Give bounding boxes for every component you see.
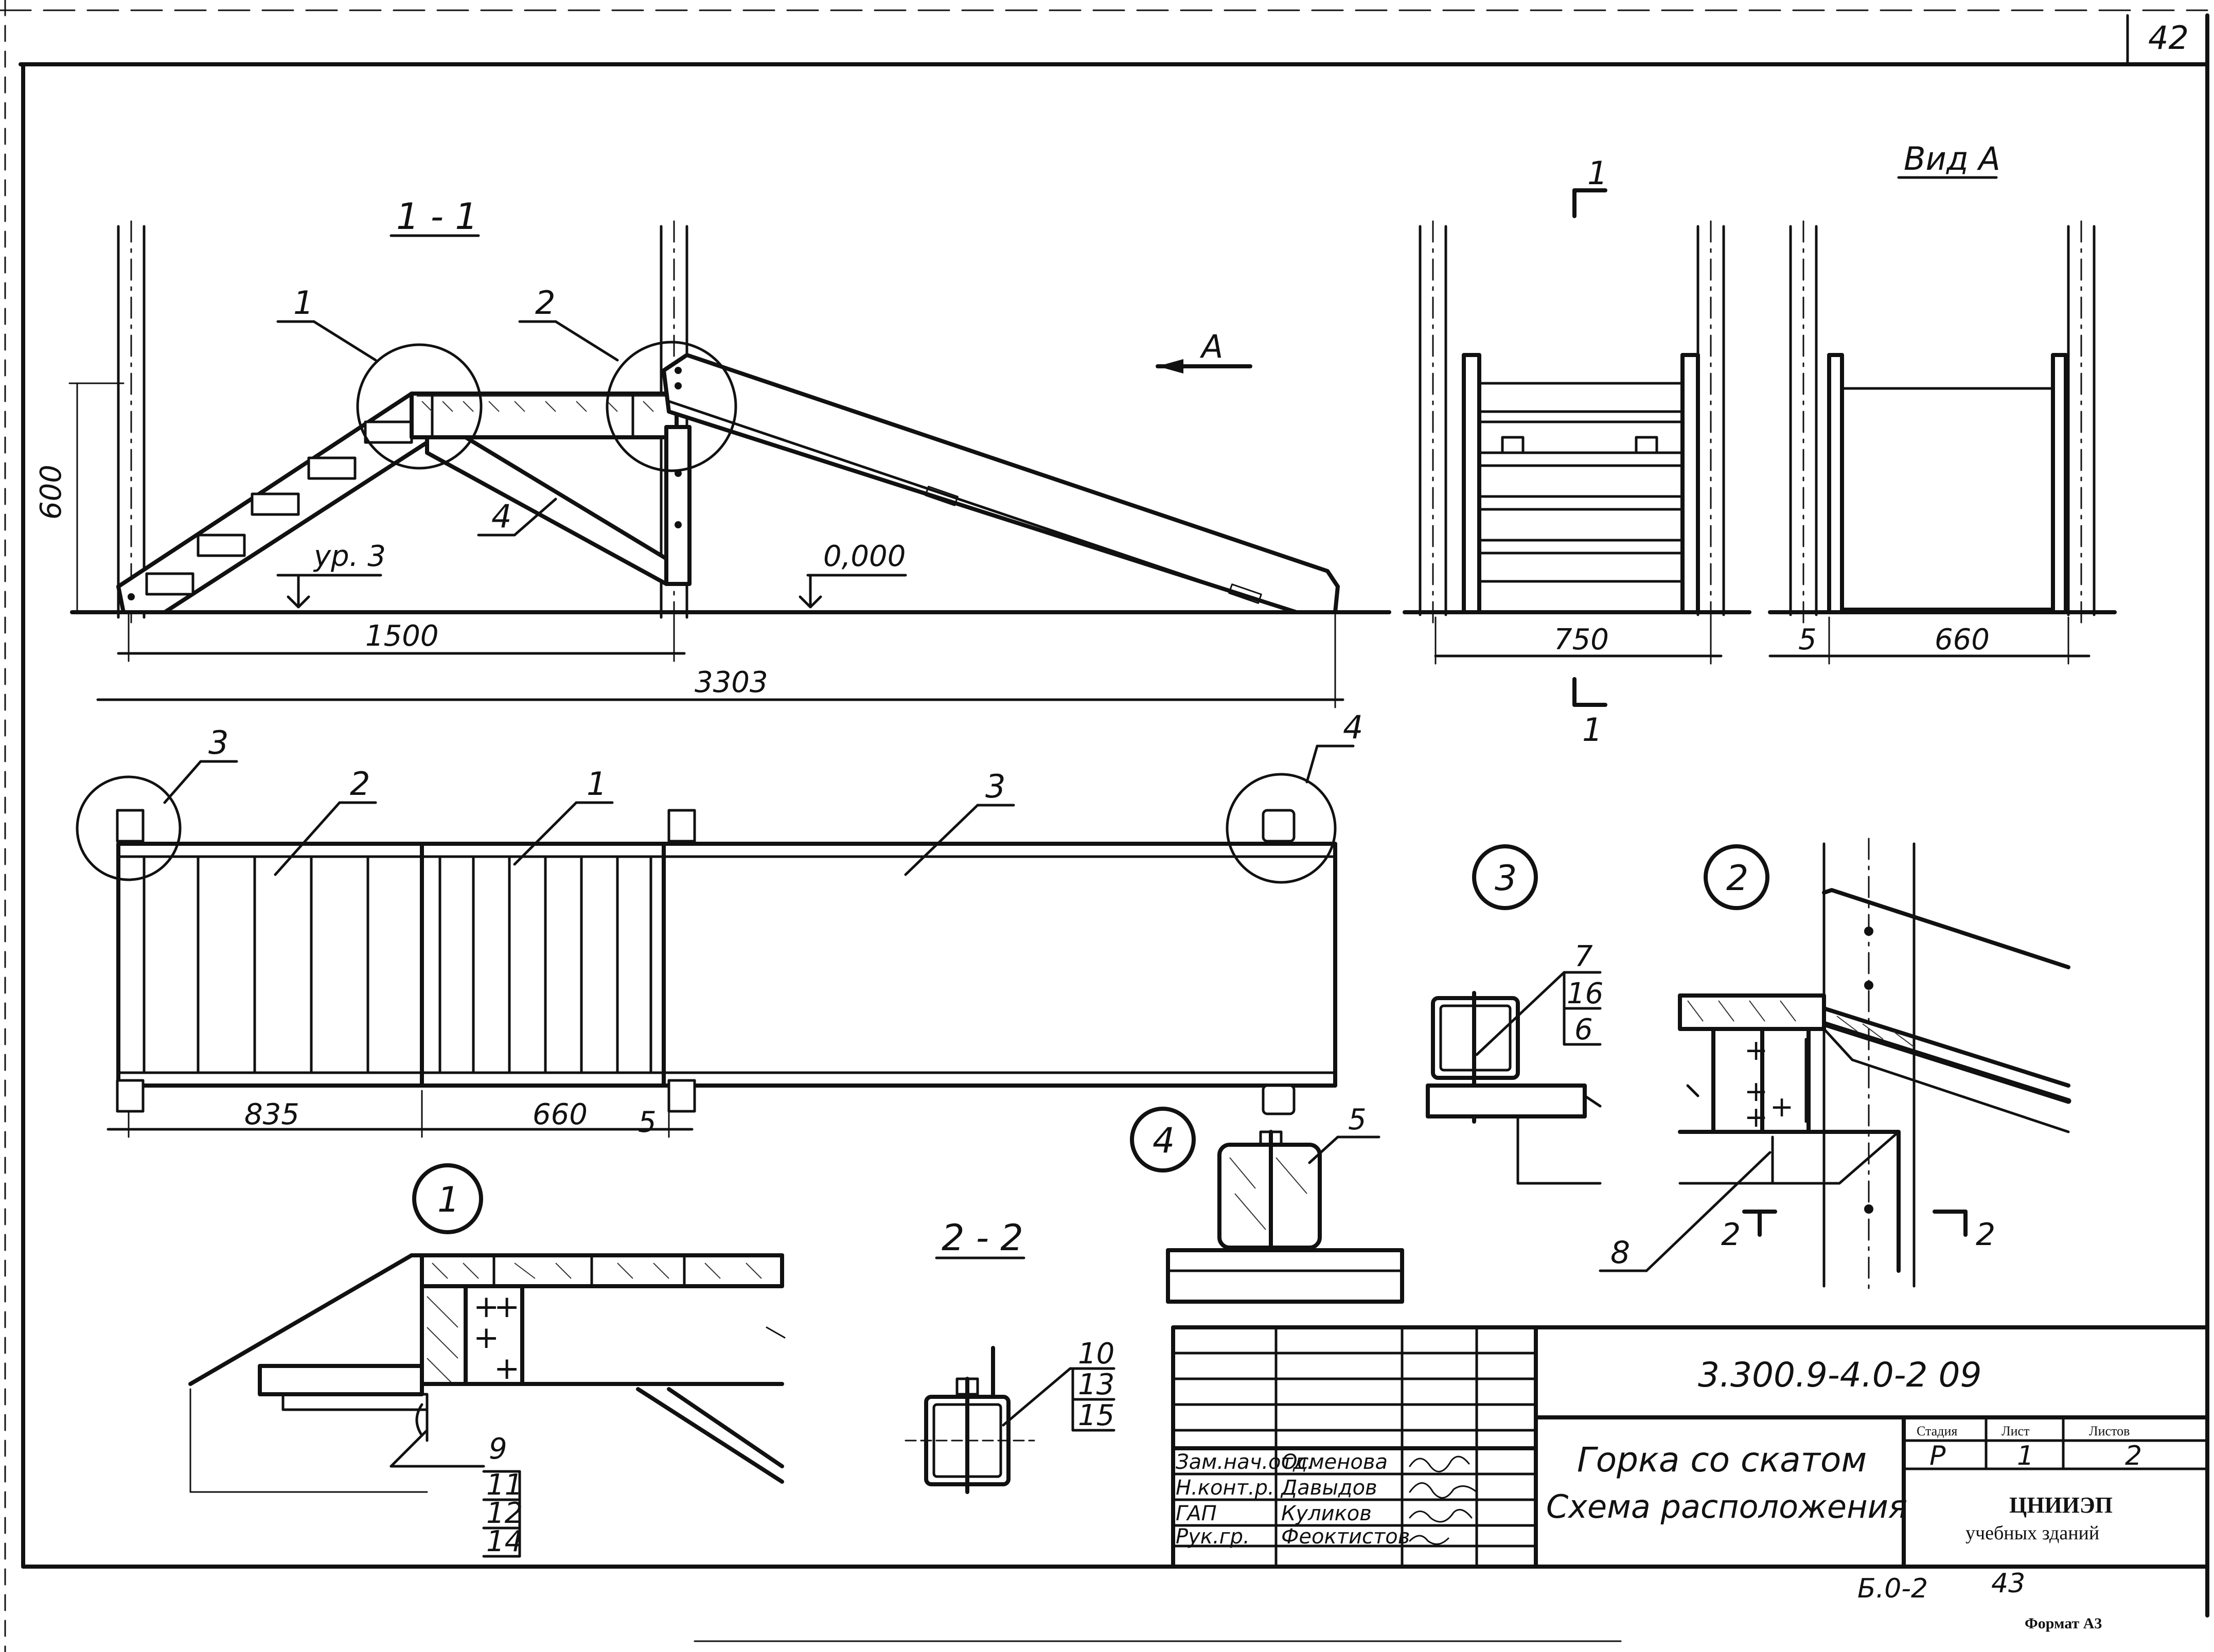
detail-2: 2 + + + + 8 2 2: [1599, 838, 2071, 1292]
view-arrow-a: А: [1199, 328, 1223, 365]
stage-header: Стадия: [1917, 1424, 1957, 1438]
detail-1-ref-14: 14: [486, 1525, 523, 1558]
detail-1: 1 + + + + 9 11 12 14: [188, 1163, 786, 1558]
title-name-line2: Схема расположения: [1546, 1488, 1907, 1525]
detail-4-ref-5: 5: [1348, 1103, 1367, 1136]
sig-role-4: Рук.гр.: [1176, 1525, 1250, 1549]
sig-name-4: Феоктистов: [1281, 1525, 1410, 1549]
sig-role-2: Н.конт.р.: [1176, 1476, 1274, 1500]
detail-3-ref-6: 6: [1574, 1013, 1593, 1046]
section-2-2-title: 2 - 2: [942, 1217, 1023, 1259]
view-a-title: Вид А: [1904, 140, 2000, 177]
dim-750: 750: [1554, 623, 1609, 656]
svg-text:+: +: [494, 1351, 520, 1387]
handwritten-signatures: [1409, 1455, 1478, 1545]
detail-3-label: 3: [1495, 858, 1517, 899]
section-2-2-ref-15: 15: [1078, 1399, 1114, 1432]
dim-3303: 3303: [695, 666, 768, 699]
detail-3-ref-16: 16: [1567, 977, 1603, 1010]
svg-text:+: +: [1744, 1075, 1768, 1108]
detail-3: 3 7 16 6: [1426, 844, 1603, 1185]
level-right: 0,000: [823, 540, 906, 573]
detail-1-ref-11: 11: [486, 1468, 523, 1502]
detail-1-ref-9: 9: [489, 1432, 507, 1466]
cut-mark-bottom: 1: [1582, 711, 1602, 749]
org-line1: ЦНИИЭП: [2009, 1493, 2113, 1518]
svg-text:+: +: [1770, 1090, 1794, 1123]
section-2-2-ref-10: 10: [1078, 1337, 1114, 1371]
detail-2-ref-8: 8: [1610, 1235, 1630, 1271]
designation: 3.300.9-4.0-2 09: [1698, 1355, 1981, 1395]
section-2-2-ref-13: 13: [1078, 1368, 1114, 1401]
footer-code: Б.0-2: [1857, 1573, 1928, 1604]
svg-text:+: +: [1744, 1034, 1768, 1067]
detail-2-label: 2: [1726, 858, 1748, 899]
svg-text:+: +: [494, 1289, 520, 1325]
dim-height-600: 600: [34, 465, 68, 520]
callout-4-section: 4: [491, 498, 511, 535]
dim-1500: 1500: [365, 619, 439, 653]
sig-role-1: Зам.нач.отд.: [1176, 1450, 1314, 1474]
plan-callout-2: 2: [350, 765, 370, 803]
detail-4: 4 5: [1130, 1103, 1404, 1304]
cut-mark-top: 1: [1587, 154, 1607, 192]
detail-4-label: 4: [1153, 1121, 1175, 1161]
detail-2-cut-right: 2: [1976, 1217, 1995, 1253]
plan-dim-660: 660: [533, 1098, 588, 1131]
front-view: 1 1 750: [1403, 154, 1751, 749]
view-a-dim-660: 660: [1935, 623, 1990, 656]
svg-text:+: +: [1744, 1100, 1768, 1133]
title-block: 3.300.9-4.0-2 09 Горка со скатом Схема р…: [1171, 1325, 2209, 1569]
org-line2: учебных зданий: [1965, 1522, 2099, 1544]
view-a: Вид А 5 660: [1768, 140, 2117, 665]
plan-callout-1: 1: [587, 765, 607, 803]
view-a-dim-5: 5: [1798, 623, 1817, 656]
section-1-1-view: 1 - 1: [34, 196, 1391, 708]
callout-2-section: 2: [535, 284, 555, 322]
section-2-2: 2 - 2 10 13 15: [905, 1217, 1115, 1494]
detail-2-cut-left: 2: [1721, 1217, 1741, 1253]
svg-text:+: +: [473, 1289, 499, 1325]
section-1-1-title: 1 - 1: [396, 196, 478, 238]
detail-1-label: 1: [437, 1180, 459, 1220]
svg-text:+: +: [473, 1320, 499, 1356]
plan-callout-3-right: 3: [985, 768, 1005, 805]
sig-role-3: ГАП: [1176, 1502, 1217, 1525]
plan-dim-835: 835: [244, 1098, 299, 1131]
plan-callout-3-left: 3: [208, 724, 228, 761]
sig-name-1: Осменова: [1281, 1450, 1388, 1474]
callout-1-section: 1: [293, 284, 313, 322]
detail-1-ref-12: 12: [486, 1497, 523, 1530]
sig-name-3: Куликов: [1281, 1502, 1372, 1525]
detail-3-ref-7: 7: [1574, 940, 1593, 973]
title-name-line1: Горка со скатом: [1577, 1440, 1867, 1480]
sheet-header: Лист: [2002, 1424, 2029, 1438]
format-label: Формат А3: [2025, 1615, 2102, 1632]
sig-name-2: Давыдов: [1280, 1476, 1377, 1500]
sheet-number: 42: [2148, 19, 2189, 57]
stage-value: Р: [1929, 1441, 1946, 1471]
plan-view: 3 2 1 3 4 835 660 5: [76, 708, 1363, 1139]
sheet-value: 1: [2017, 1441, 2034, 1471]
plan-dim-5: 5: [638, 1106, 657, 1139]
sheets-value: 2: [2125, 1441, 2142, 1471]
level-left: ур. 3: [313, 540, 386, 573]
plan-callout-4: 4: [1343, 708, 1363, 746]
footer-page: 43: [1991, 1568, 2025, 1599]
sheets-header: Листов: [2089, 1424, 2130, 1438]
